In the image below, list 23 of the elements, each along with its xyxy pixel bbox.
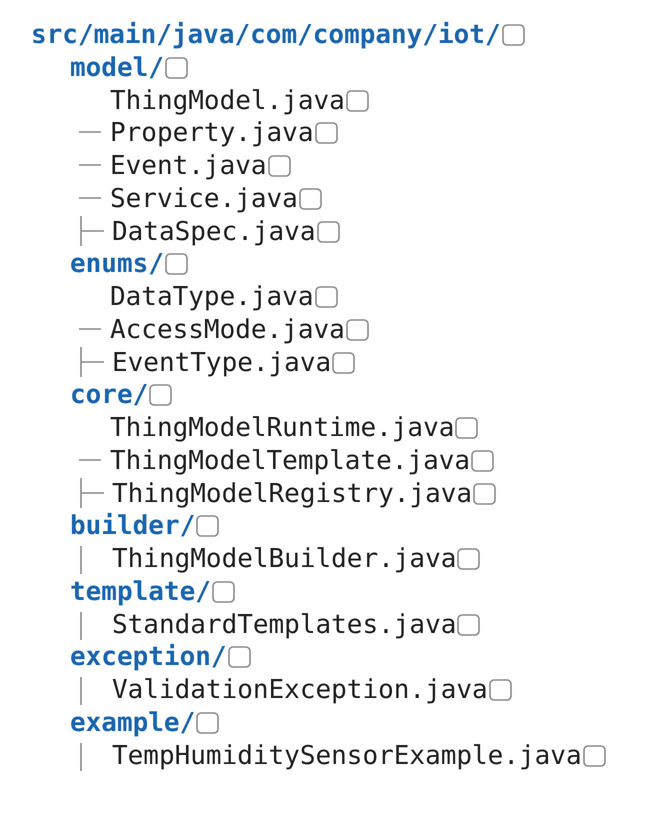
folder-name: src/main/java/com/company/iot/ bbox=[31, 20, 501, 50]
file-name: ThingModel.java bbox=[110, 86, 345, 116]
folder-name: exception/ bbox=[70, 642, 227, 672]
file-name: ThingModelTemplate.java bbox=[110, 446, 470, 476]
file-name: TempHumiditySensorExample.java bbox=[112, 740, 582, 770]
file-name: Service.java bbox=[110, 184, 298, 214]
folder-name: template/ bbox=[70, 576, 211, 607]
folder-name: core/ bbox=[70, 380, 148, 410]
file-name: Property.java bbox=[110, 118, 314, 148]
file-name: StandardTemplates.java bbox=[112, 610, 456, 640]
folder-name: example/ bbox=[70, 708, 196, 738]
file-name: AccessMode.java bbox=[110, 314, 345, 345]
folder-name: model/ bbox=[70, 52, 164, 83]
file-name: ThingModelBuilder.java bbox=[112, 544, 456, 574]
file-name: DataType.java bbox=[110, 282, 314, 312]
file-name: DataSpec.java bbox=[112, 216, 316, 246]
file-name: ThingModelRuntime.java bbox=[110, 413, 454, 443]
file-name: ThingModelRegistry.java bbox=[112, 478, 472, 508]
file-name: Event.java bbox=[110, 151, 267, 181]
folder-name: builder/ bbox=[70, 511, 196, 542]
file-name: ValidationException.java bbox=[112, 675, 488, 705]
file-name: EventType.java bbox=[112, 348, 332, 378]
folder-name: enums/ bbox=[70, 249, 164, 280]
